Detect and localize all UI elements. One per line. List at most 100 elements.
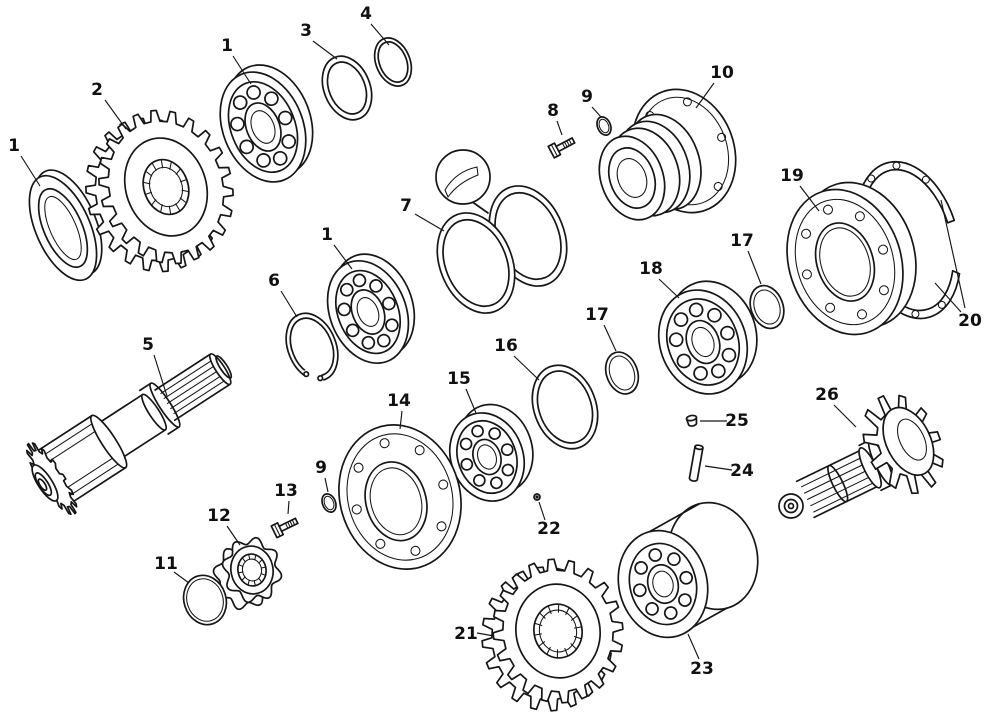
part-outline — [550, 144, 558, 157]
part-6-snap-ring — [285, 312, 339, 389]
bearing-ball — [668, 332, 684, 348]
leader-line — [603, 324, 617, 352]
part-outline — [921, 175, 930, 184]
callout-label-16: 16 — [494, 336, 518, 356]
bearing-ball — [634, 561, 648, 575]
spline-tick — [248, 553, 251, 560]
spline-tick — [574, 626, 583, 629]
callout-label-23: 23 — [690, 659, 714, 679]
part-outline — [786, 188, 904, 336]
callout-label-17: 17 — [585, 305, 609, 325]
part-outline — [346, 433, 454, 561]
spline-tick — [142, 181, 151, 185]
spline-tick — [565, 607, 570, 616]
bearing-ball — [720, 325, 735, 341]
part-outline — [444, 189, 449, 198]
part-outline — [786, 188, 904, 336]
bolt-hole — [854, 211, 865, 222]
bearing-ball — [246, 85, 261, 100]
bearing-ball — [679, 570, 694, 585]
part-23-bearing-cup — [617, 501, 759, 639]
leader-line — [370, 23, 390, 46]
part-outline — [810, 474, 874, 507]
callout-label-14: 14 — [387, 391, 411, 411]
part-outline — [533, 603, 583, 659]
part-7-rings — [435, 149, 568, 314]
bearing-ball — [459, 437, 473, 451]
bearing-ball — [693, 365, 708, 381]
part-outline — [351, 438, 449, 556]
spline-tick — [570, 615, 578, 621]
part-outline — [596, 116, 612, 136]
part-outline — [685, 418, 690, 426]
part-1-ball-bearing-top — [219, 64, 314, 183]
bearing-ball — [361, 335, 376, 350]
part-outline — [867, 174, 876, 183]
part-outline — [167, 426, 180, 435]
bearing-ball — [648, 548, 663, 562]
callout-label-22: 22 — [537, 519, 561, 539]
callout-label-12: 12 — [207, 506, 231, 526]
spline-tick — [564, 647, 569, 657]
part-outline — [456, 419, 518, 495]
bolt-hole — [878, 244, 889, 255]
part-1-bearing-cone — [28, 169, 103, 282]
part-outline — [911, 309, 920, 319]
part-outline — [71, 466, 127, 504]
bearing-ball — [473, 474, 486, 487]
part-outline — [140, 393, 168, 431]
part-outline — [648, 503, 700, 533]
leader-line — [226, 525, 241, 546]
part-outline — [514, 583, 602, 679]
bolt-hole — [878, 285, 889, 296]
bearing-ball — [239, 139, 255, 155]
part-outline — [289, 520, 293, 527]
bearing-ball — [632, 583, 647, 598]
part-outline — [227, 80, 299, 174]
part-outline — [28, 174, 98, 282]
bolt-hole — [682, 97, 692, 107]
leader-line — [324, 477, 329, 493]
part-8-bolt — [547, 137, 576, 159]
bearing-ball — [345, 323, 360, 338]
part-outline — [696, 447, 704, 481]
bearing-ball — [500, 443, 514, 456]
bolt-hole — [351, 504, 362, 515]
spline-tick — [538, 641, 546, 647]
callout-label-7: 7 — [400, 196, 412, 216]
part-outline — [535, 495, 539, 499]
spline-tick — [546, 646, 551, 655]
part-outline — [186, 578, 224, 622]
part-outline — [492, 558, 624, 704]
part-outline — [123, 137, 209, 237]
part-outline — [827, 464, 849, 503]
part-outline — [608, 355, 636, 391]
part-outline — [628, 542, 698, 626]
spline-tick — [570, 643, 577, 650]
leader-line — [934, 282, 962, 313]
leader-line — [104, 99, 127, 130]
callout-label-5: 5 — [142, 335, 154, 355]
part-outline — [862, 394, 944, 495]
bolt-hole — [713, 181, 723, 191]
callout-label-6: 6 — [268, 271, 280, 291]
leader-line — [658, 278, 680, 299]
part-outline — [154, 353, 211, 391]
part-outline — [237, 553, 267, 587]
bearing-ball — [678, 593, 692, 607]
part-outline — [668, 302, 737, 381]
bearing-ball — [501, 463, 515, 477]
part-outline — [694, 444, 704, 451]
part-outline — [326, 259, 410, 365]
leader-line — [287, 500, 290, 515]
callout-label-13: 13 — [274, 481, 298, 501]
part-outline — [632, 548, 694, 620]
bearing-ball — [277, 110, 293, 126]
part-outline — [691, 326, 715, 358]
leader-line — [399, 410, 403, 430]
bearing-ball — [369, 279, 383, 293]
bearing-ball — [281, 134, 297, 149]
part-outline — [688, 445, 696, 479]
part-outline — [695, 416, 698, 425]
